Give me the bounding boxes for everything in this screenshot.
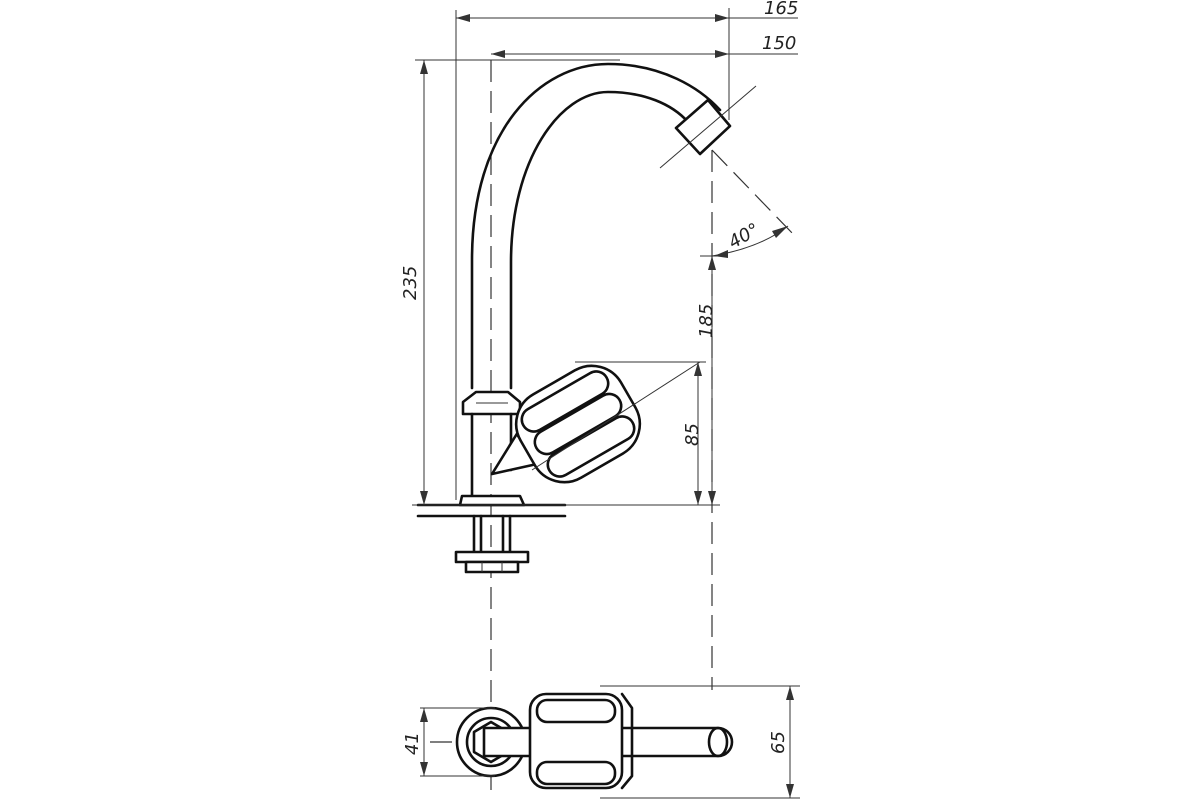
dim-arrow-65-top (786, 686, 794, 700)
dimension-base-width: 41 (402, 708, 428, 776)
dim-arrow-235-bottom (420, 491, 428, 505)
dimension-handle-height: 85 (682, 362, 703, 505)
dimension-spout-angle: 40° (711, 219, 789, 258)
spout-inner-contour (509, 90, 690, 390)
dim-arrow-235-top (420, 60, 428, 74)
mounting-washer (454, 550, 530, 564)
dim-arrow-41-top (420, 708, 428, 722)
dim-arrow-185-top (708, 256, 716, 270)
extension-lines (412, 8, 800, 799)
dim-arrow-165-right (715, 14, 729, 22)
plan-handle-rib-1 (535, 698, 617, 724)
dimension-overall-width: 165 (456, 0, 798, 22)
dim-label-65: 65 (768, 731, 789, 754)
plan-handle (528, 692, 624, 790)
plan-spout-end (707, 726, 729, 758)
dim-arrow-165-left (456, 14, 470, 22)
dim-label-150: 150 (762, 33, 796, 54)
base-flange (458, 494, 526, 507)
dimension-handle-depth: 65 (768, 686, 794, 798)
dim-arrow-185-bottom (708, 491, 716, 505)
dimension-outlet-height: 185 (696, 256, 717, 505)
dim-label-235: 235 (400, 266, 421, 300)
plan-handle-rib-2 (535, 760, 617, 786)
mounting-shank (472, 514, 512, 554)
dim-arrow-65-bottom (786, 784, 794, 798)
handle-outline (514, 364, 642, 484)
aerator-axis-line (659, 85, 757, 169)
faucet-plan-view (455, 692, 734, 790)
dim-arrow-85-top (694, 362, 702, 376)
plan-handle-cap (620, 692, 634, 790)
dim-label-165: 165 (764, 0, 798, 19)
handle-axis-line (531, 361, 701, 471)
spout-aerator (674, 98, 732, 156)
dim-arrow-41-bottom (420, 762, 428, 776)
mounting-nut (464, 560, 520, 574)
valve-handle (514, 364, 642, 484)
dim-arrow-150-left (491, 50, 505, 58)
dimension-overall-height: 235 (400, 60, 428, 505)
spout-outer-contour (470, 62, 722, 390)
dim-label-40: 40° (725, 219, 763, 253)
spout-angle-center-line (711, 149, 796, 237)
faucet-front-view (416, 62, 757, 574)
dim-arrow-40-left (714, 250, 728, 258)
handle-rib-2 (533, 392, 623, 456)
dim-label-85: 85 (682, 423, 703, 446)
dimension-reach: 150 (491, 33, 798, 58)
dim-arrow-40-right (772, 226, 788, 238)
dim-label-41: 41 (402, 732, 423, 755)
dim-arrow-150-right (715, 50, 729, 58)
dim-arrow-85-bottom (694, 491, 702, 505)
handle-rib-1 (520, 370, 610, 433)
dim-label-185: 185 (696, 304, 717, 338)
